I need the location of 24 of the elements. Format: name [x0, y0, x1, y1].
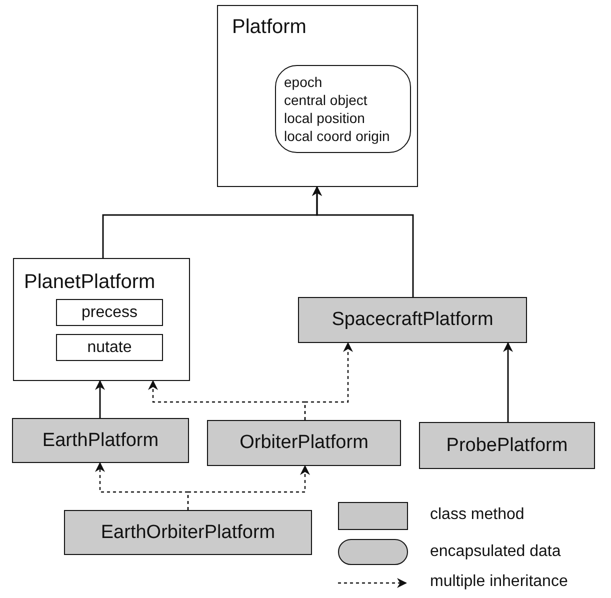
class-box	[217, 5, 418, 187]
data-item: local position	[284, 109, 366, 127]
legend-label: encapsulated data	[430, 543, 561, 561]
dashed-arrow	[187, 465, 310, 510]
dashed-arrow	[304, 342, 353, 420]
class-name: PlanetPlatform	[24, 271, 156, 294]
method-box: nutate	[56, 334, 163, 361]
data-item: central object	[284, 91, 368, 109]
class-name: Platform	[232, 16, 306, 39]
method-box: precess	[56, 299, 163, 326]
class-box: EarthPlatform	[12, 418, 189, 463]
class-box: EarthOrbiterPlatform	[64, 510, 312, 555]
class-box: OrbiterPlatform	[207, 420, 401, 466]
data-item: local coord origin	[284, 127, 391, 145]
class-box	[13, 258, 190, 381]
data-item: epoch	[284, 73, 324, 91]
data-box	[275, 65, 411, 153]
legend-label: multiple inheritance	[430, 573, 568, 591]
arrow	[95, 380, 105, 418]
class-box: SpacecraftPlatform	[298, 297, 527, 343]
arrow	[503, 342, 513, 422]
legend-label: class method	[430, 506, 524, 524]
arrow	[312, 186, 414, 297]
class-box: ProbePlatform	[419, 422, 595, 469]
